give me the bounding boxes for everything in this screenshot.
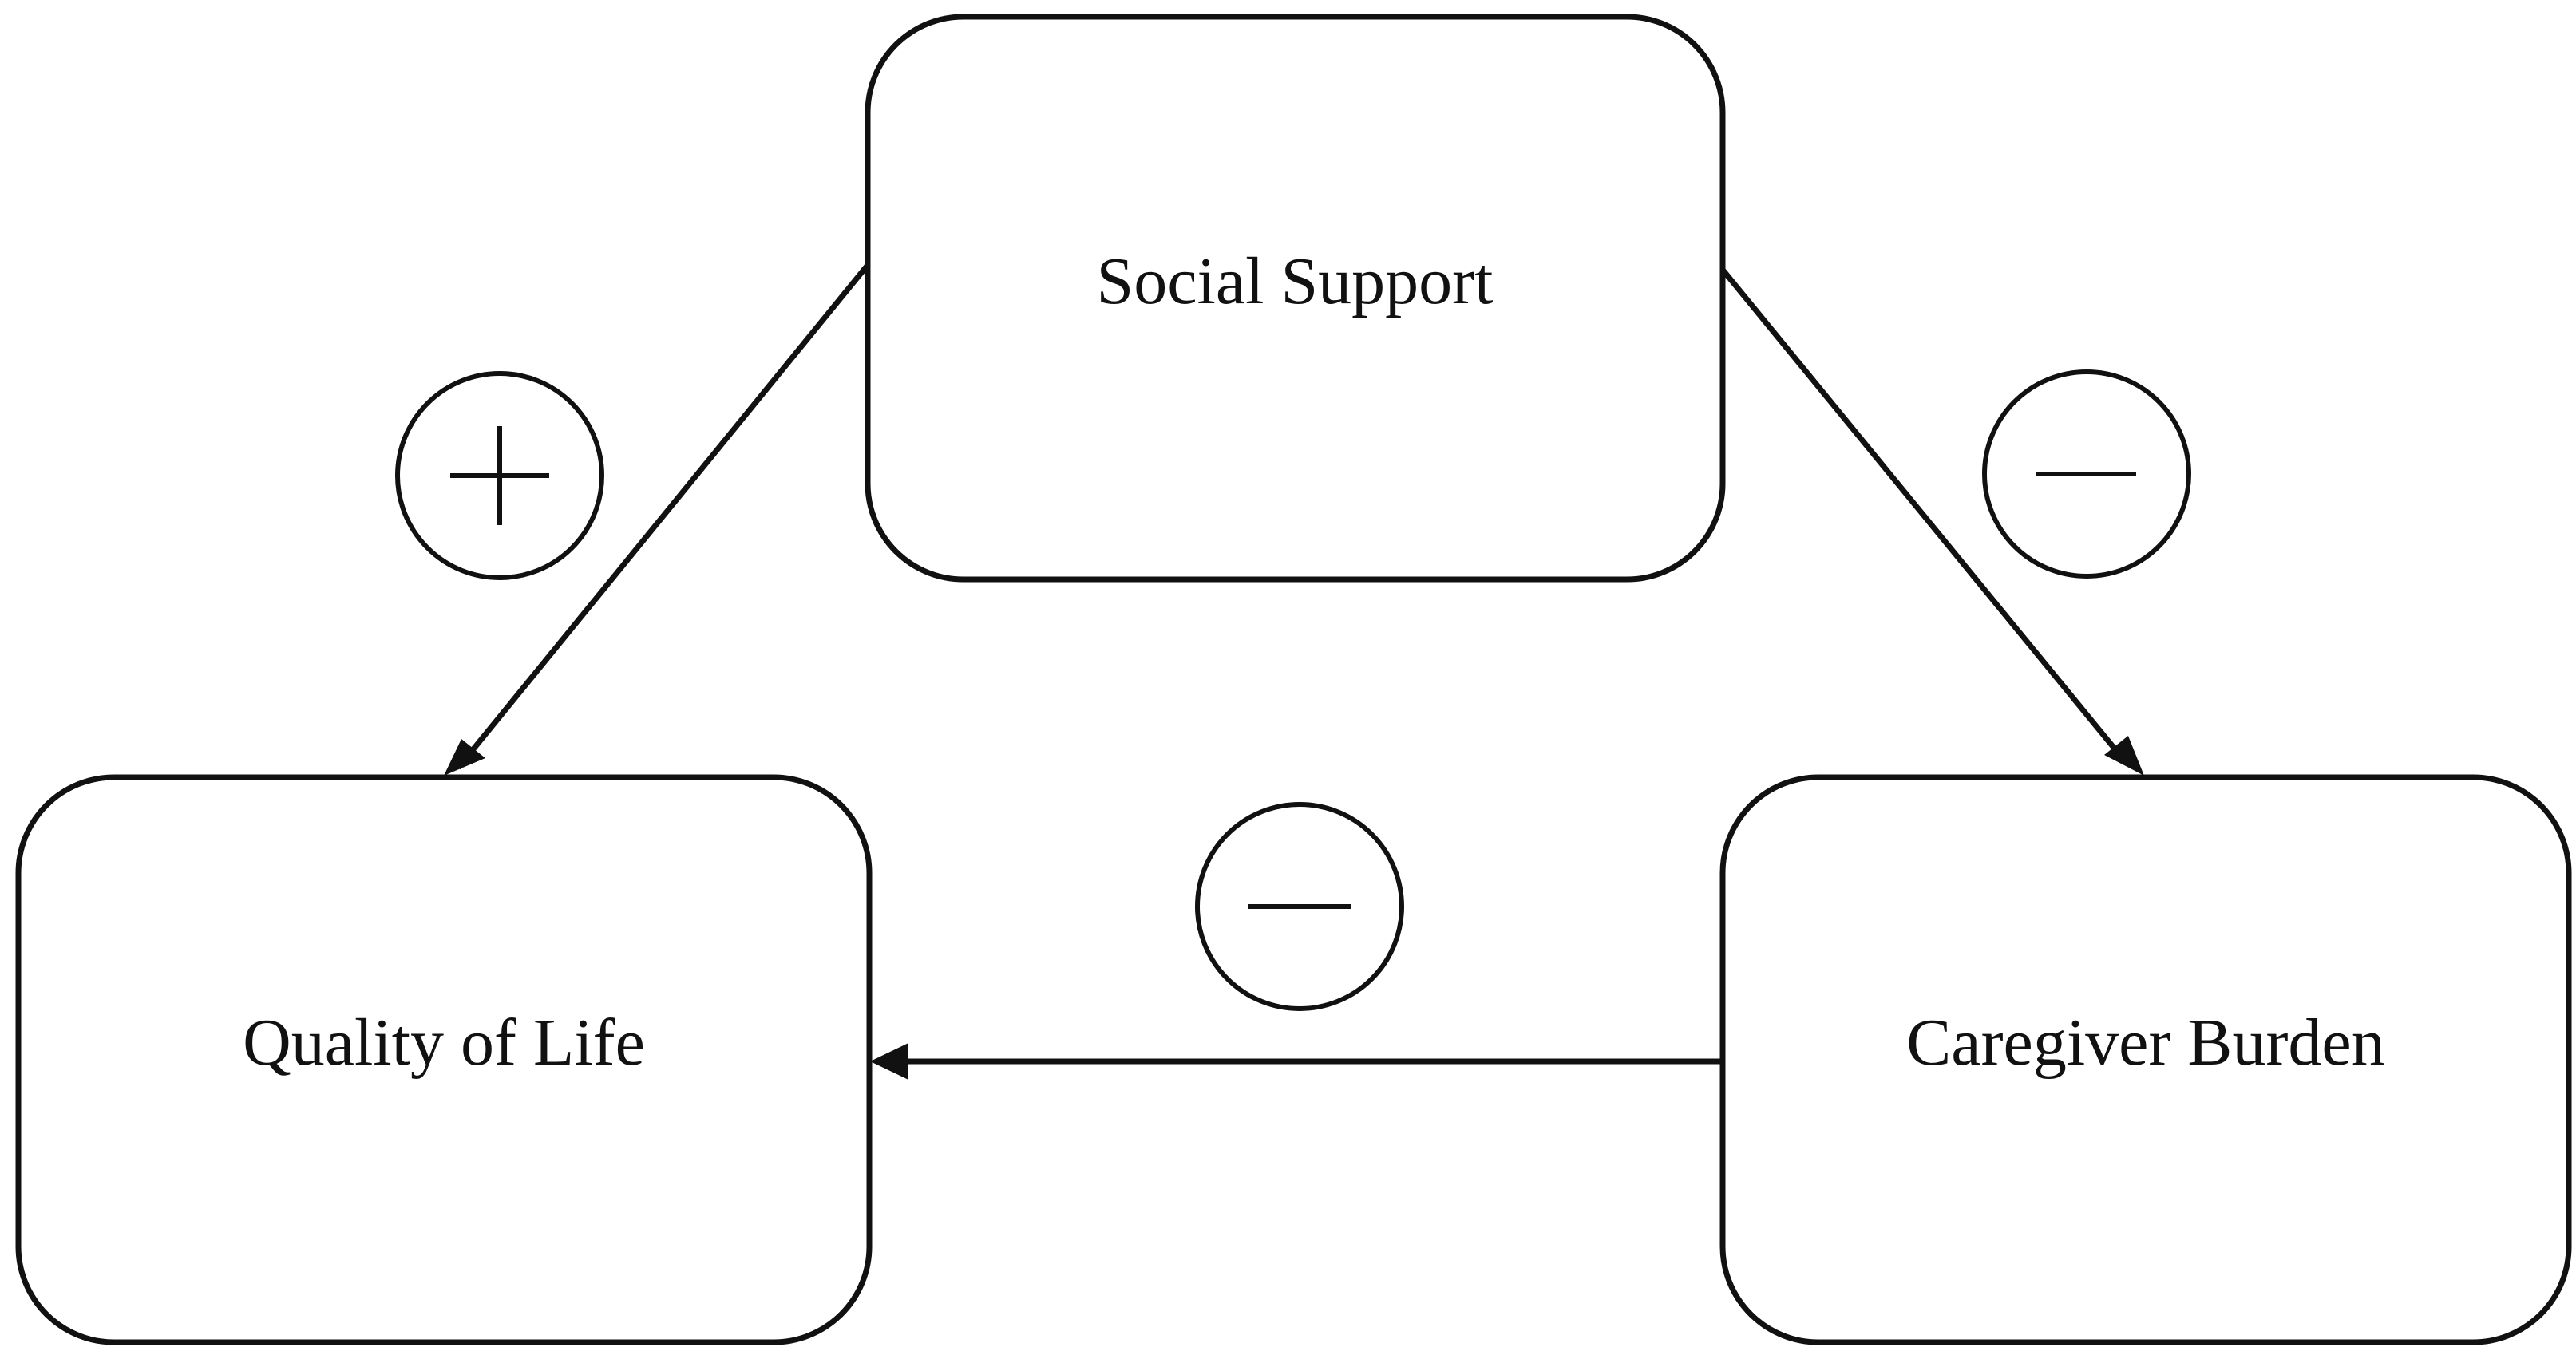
- arrowhead-icon: [870, 1043, 908, 1080]
- edge-line: [1720, 267, 2127, 764]
- edge-caregiver-burden-to-quality-of-life: [870, 1043, 1723, 1080]
- node-box: [865, 14, 1726, 583]
- edge-line: [456, 263, 870, 770]
- node-label-social-support: Social Support: [1097, 244, 1494, 318]
- node-box: [15, 774, 873, 1345]
- sign-positive-social-support-quality-of-life: [395, 371, 604, 580]
- node-box: [1719, 774, 2572, 1345]
- sign-negative-social-support-caregiver-burden: [1982, 369, 2191, 579]
- edge-social-support-to-caregiver-burden: [1720, 267, 2144, 776]
- node-social-support: Social Support: [865, 14, 1726, 583]
- node-quality-of-life: Quality of Life: [15, 774, 873, 1345]
- arrowhead-icon: [2104, 736, 2144, 776]
- edge-social-support-to-quality-of-life: [444, 263, 870, 776]
- arrowhead-icon: [444, 739, 485, 776]
- node-label-caregiver-burden: Caregiver Burden: [1906, 1005, 2384, 1080]
- sign-negative-caregiver-burden-quality-of-life: [1195, 802, 1404, 1011]
- node-label-quality-of-life: Quality of Life: [243, 1005, 645, 1080]
- node-caregiver-burden: Caregiver Burden: [1719, 774, 2572, 1345]
